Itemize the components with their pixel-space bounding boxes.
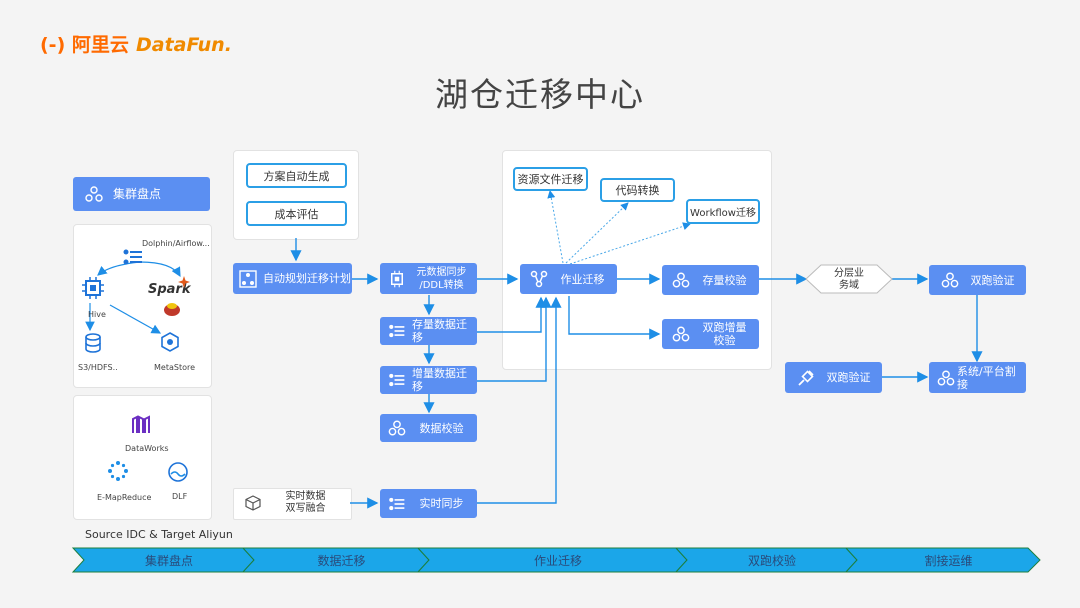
dataworks-icon	[132, 415, 150, 433]
auto-plan-gen-box[interactable]: 方案自动生成	[246, 163, 347, 188]
data-check-label: 数据校验	[419, 421, 464, 435]
realtime-source-box[interactable]: 实时数据 双写融合	[233, 488, 350, 518]
page-title: 湖仓迁移中心	[435, 75, 645, 114]
stream-icon	[389, 324, 405, 338]
incr-migrate-box[interactable]: 增量数据迁移	[380, 366, 477, 394]
target-panel	[73, 395, 212, 520]
cluster-inventory-box[interactable]: 集群盘点	[73, 177, 210, 211]
dataworks-label: DataWorks	[125, 444, 169, 453]
share-icon	[530, 270, 548, 288]
check-icon	[937, 370, 955, 385]
dual-verify-top-label: 双跑验证	[970, 273, 1015, 287]
stock-check-box[interactable]: 存量校验	[662, 265, 759, 295]
dual-incr-check-box[interactable]: 双跑增量 校验	[662, 319, 759, 349]
dual-incr-check-label: 双跑增量 校验	[702, 321, 747, 347]
spark-star-icon	[178, 276, 190, 288]
job-migrate-label: 作业迁移	[560, 272, 605, 286]
chip-icon	[82, 277, 104, 299]
check-icon	[672, 272, 690, 288]
cluster-inventory-label: 集群盘点	[113, 186, 162, 201]
aliyun-logo: (-) 阿里云	[40, 34, 129, 56]
cube-icon	[245, 495, 261, 511]
cost-eval-box[interactable]: 成本评估	[246, 201, 347, 226]
workflow-migrate-box[interactable]: Workflow迁移	[686, 199, 760, 224]
spark-logo: Spark	[148, 282, 191, 297]
source-target-caption: Source IDC & Target Aliyun	[85, 528, 233, 541]
dlf-label: DLF	[172, 492, 188, 501]
check-icon	[941, 272, 959, 288]
check-icon	[388, 420, 406, 436]
timeline-stage-job: 作业迁移	[533, 554, 582, 568]
stock-migrate-box[interactable]: 存量数据迁移	[380, 317, 477, 345]
source-panel	[73, 224, 212, 388]
dual-verify-top-box[interactable]: 双跑验证	[929, 265, 1026, 295]
realtime-sync-label: 实时同步	[419, 497, 464, 510]
datafun-logo: DataFun.	[136, 34, 232, 56]
stream-icon	[389, 373, 405, 387]
code-convert-box[interactable]: 代码转换	[600, 178, 675, 202]
resource-migrate-box[interactable]: 资源文件迁移	[513, 167, 588, 191]
timeline-stage-data: 数据迁移	[317, 554, 366, 568]
stream-icon	[389, 497, 405, 510]
job-migrate-box[interactable]: 作业迁移	[520, 264, 617, 294]
system-cutover-label: 系统/平台割接	[957, 364, 1016, 391]
incr-migrate-label: 增量数据迁移	[412, 367, 467, 393]
metastore-icon	[161, 332, 179, 352]
timeline-stage-dual: 双跑校验	[747, 554, 796, 568]
plug-icon	[798, 369, 814, 386]
data-check-box[interactable]: 数据校验	[380, 414, 477, 442]
chip-icon	[391, 270, 403, 287]
metastore-label: MetaStore	[154, 363, 196, 372]
hive-label: Hive	[88, 310, 106, 319]
timeline-stage-cutover: 割接运维	[924, 554, 973, 568]
timeline-bar	[71, 547, 1041, 573]
layer-domain-label: 分层业 务域	[834, 267, 864, 291]
dlf-icon	[168, 462, 188, 482]
stock-migrate-label: 存量数据迁移	[412, 318, 467, 344]
realtime-sync-box[interactable]: 实时同步	[380, 489, 477, 518]
database-icon	[85, 333, 101, 353]
dual-verify-left-box[interactable]: 双跑验证	[785, 362, 882, 393]
hbase-icon	[164, 303, 180, 316]
auto-plan-migration-label: 自动规划迁移计划	[263, 272, 351, 285]
auto-plan-migration-box[interactable]: 自动规划迁移计划	[233, 263, 352, 294]
system-cutover-box[interactable]: 系统/平台割接	[929, 362, 1026, 393]
dolphin-label: Dolphin/Airflow...	[142, 239, 210, 248]
realtime-source-label: 实时数据 双写融合	[285, 491, 326, 514]
workflow-icon	[123, 249, 142, 265]
network-icon	[239, 269, 257, 288]
s3-label: S3/HDFS..	[78, 363, 118, 372]
timeline-stage-inventory: 集群盘点	[144, 554, 193, 568]
emr-icon	[108, 461, 128, 481]
stock-check-label: 存量校验	[702, 273, 747, 287]
meta-sync-label: 元数据同步 /DDL转换	[416, 266, 467, 291]
meta-sync-box[interactable]: 元数据同步 /DDL转换	[380, 263, 477, 294]
check-icon	[672, 326, 690, 342]
dual-verify-left-label: 双跑验证	[826, 371, 871, 384]
emr-label: E-MapReduce	[97, 493, 152, 502]
cluster-icon	[85, 186, 103, 202]
